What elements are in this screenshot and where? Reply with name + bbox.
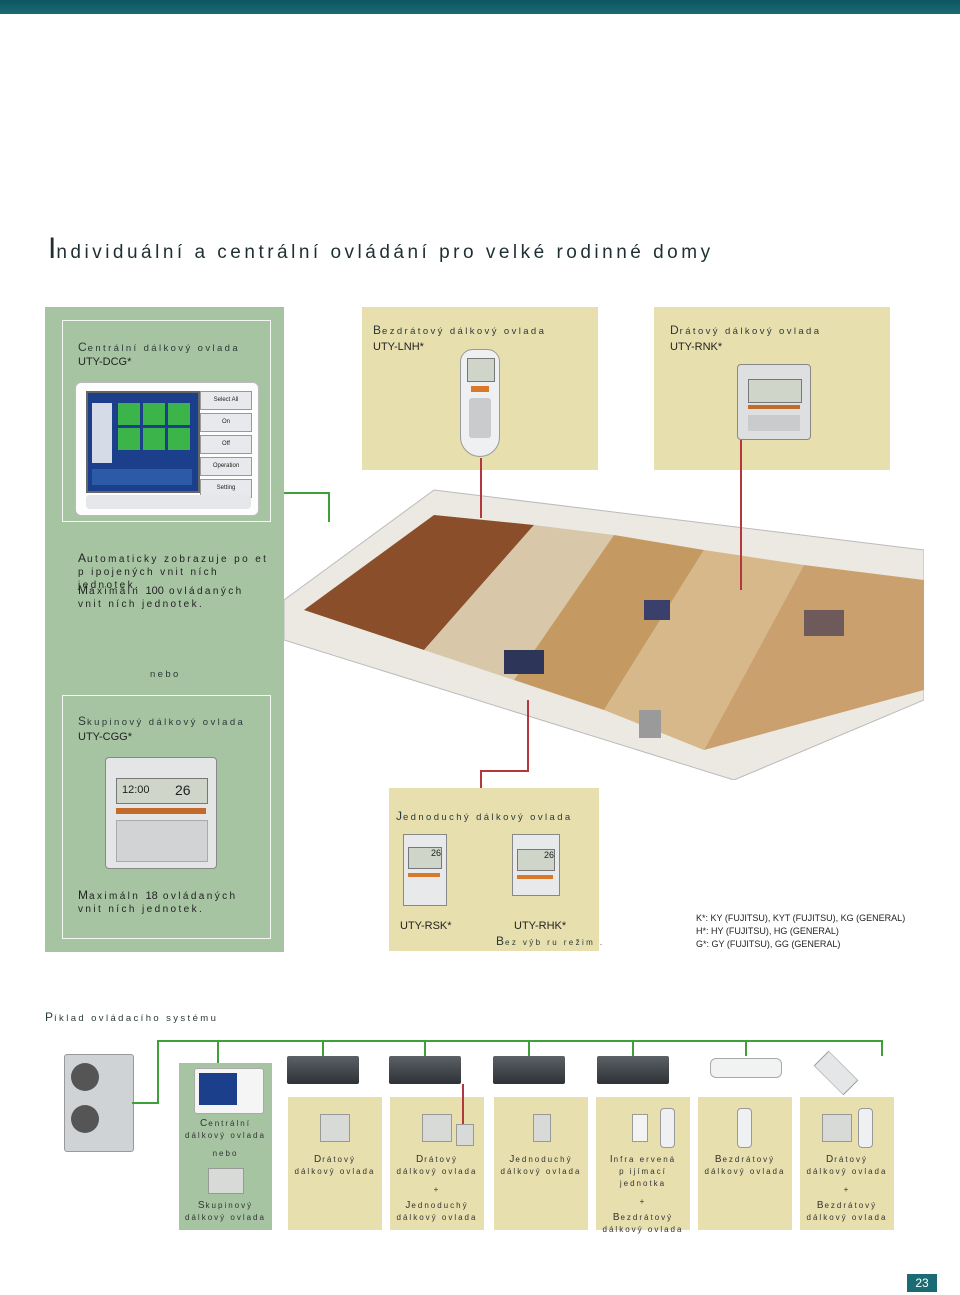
wireless-connection-line (480, 458, 482, 518)
operation-button[interactable]: Operation (200, 457, 252, 476)
central-controller-image: Select All On Off Operation Setting (75, 382, 259, 516)
col1-label: Drátový dálkový ovlada (294, 1154, 376, 1176)
central-model: UTY-DCG* (78, 356, 132, 368)
wired-model: UTY-RNK* (670, 341, 723, 353)
col2-label: Drátový dálkový ovlada + Jednoduchý dálk… (396, 1154, 478, 1222)
simple-model-1: UTY-RSK* (400, 920, 452, 932)
simple-model-2: UTY-RHK* (514, 920, 567, 932)
bus-drop-3 (528, 1040, 530, 1056)
indoor-unit-wall (710, 1058, 782, 1078)
indoor-unit-duct-4 (597, 1056, 669, 1084)
example-bus-line (157, 1040, 883, 1042)
page-number: 23 (907, 1274, 937, 1292)
page-title: Individuální a centrální ovládání pro ve… (48, 232, 714, 265)
col6-wireless-remote-image (858, 1108, 873, 1148)
indoor-unit-duct-1 (287, 1056, 359, 1084)
col2-link-line (462, 1084, 464, 1124)
col5-wireless-remote-image (737, 1108, 752, 1148)
simple-controller-rsk-image: 26 (403, 834, 447, 906)
group-note: Maximáln 18 ovládaných vnit ních jednote… (78, 888, 238, 916)
bus-drop-central (217, 1040, 219, 1064)
example-or-label: nebo (212, 1149, 239, 1158)
house-illustration (283, 470, 925, 781)
central-note-2: Maximáln 100 ovládaných vnit ních jednot… (78, 583, 244, 611)
col4-wireless-remote-image (660, 1108, 675, 1148)
house-floorplan-image (283, 489, 925, 781)
bus-drop-1 (322, 1040, 324, 1056)
central-connection-line-v (328, 492, 330, 522)
simple-controller-rhk-image: 26 (512, 834, 560, 896)
central-screen (86, 391, 200, 493)
wireless-label: Bezdrátový dálkový ovlada (373, 323, 547, 337)
wireless-remote-image (460, 349, 500, 457)
central-note-1: Automaticky zobrazuje po et p ipojených … (78, 551, 269, 592)
bus-to-outdoor (132, 1102, 159, 1104)
col6-wired-controller-image (822, 1114, 852, 1142)
col2-simple-controller-image (456, 1124, 474, 1146)
bus-drop-5 (745, 1040, 747, 1056)
example-group-label: Skupinový dálkový ovlada (185, 1200, 266, 1222)
simple-label: Jednoduchý dálkový ovlada (396, 809, 573, 823)
group-model: UTY-CGG* (78, 731, 132, 743)
model-legend: K*: KY (FUJITSU), KYT (FUJITSU), KG (GEN… (696, 912, 905, 951)
col3-simple-controller-image (533, 1114, 551, 1142)
legend-line: K*: KY (FUJITSU), KYT (FUJITSU), KG (GEN… (696, 913, 906, 923)
col4-ir-receiver-image (632, 1114, 648, 1142)
indoor-unit-duct-3 (493, 1056, 565, 1084)
example-central-controller-image (194, 1068, 264, 1114)
col5-label: Bezdrátový dálkový ovlada (704, 1154, 786, 1176)
example-group-controller-image (208, 1168, 244, 1194)
group-controller-image: 12:00 26 (105, 757, 217, 869)
group-label: Skupinový dálkový ovlada (78, 714, 246, 728)
wireless-model: UTY-LNH* (373, 341, 424, 353)
central-label: Centrální dálkový ovlada (78, 340, 241, 354)
select-all-button[interactable]: Select All (200, 391, 252, 410)
col6-label: Drátový dálkový ovlada + Bezdrátový dálk… (806, 1154, 888, 1222)
simple-connection-line-drop (480, 770, 482, 788)
wired-connection-line (740, 440, 742, 590)
example-heading: Píklad ovládacího systému (45, 1010, 219, 1024)
wired-label: Drátový dálkový ovlada (670, 323, 822, 337)
wired-controller-image (737, 364, 811, 440)
bus-drop-6 (881, 1040, 883, 1056)
on-button[interactable]: On (200, 413, 252, 432)
indoor-unit-duct-2 (389, 1056, 461, 1084)
legend-line: H*: HY (FUJITSU), HG (GENERAL) (696, 926, 839, 936)
legend-line: G*: GY (FUJITSU), GG (GENERAL) (696, 939, 841, 949)
central-connection-line (284, 492, 329, 494)
outdoor-unit-image (64, 1054, 134, 1152)
col3-label: Jednoduchý dálkový ovlada (500, 1154, 582, 1176)
simple-connection-line-h (480, 770, 529, 772)
indoor-unit-cassette (813, 1050, 859, 1096)
central-screen-buttons: Select All On Off Operation Setting (200, 391, 252, 498)
bus-drop-outdoor (157, 1040, 159, 1102)
top-bar (0, 0, 960, 14)
col1-wired-controller-image (320, 1114, 350, 1142)
col2-wired-controller-image (422, 1114, 452, 1142)
example-central-label: Centrální dálkový ovlada (185, 1118, 266, 1140)
simple-model-2-note: Bez výb ru režim . (496, 934, 605, 948)
or-label: nebo (150, 669, 181, 680)
central-bottom-keys (86, 495, 251, 509)
bus-drop-2 (424, 1040, 426, 1056)
off-button[interactable]: Off (200, 435, 252, 454)
col4-label: Infra ervená p ijímací jednotka + Bezdrá… (602, 1154, 684, 1234)
simple-connection-line-v (527, 700, 529, 770)
bus-drop-4 (632, 1040, 634, 1056)
group-lcd: 12:00 26 (116, 778, 208, 804)
